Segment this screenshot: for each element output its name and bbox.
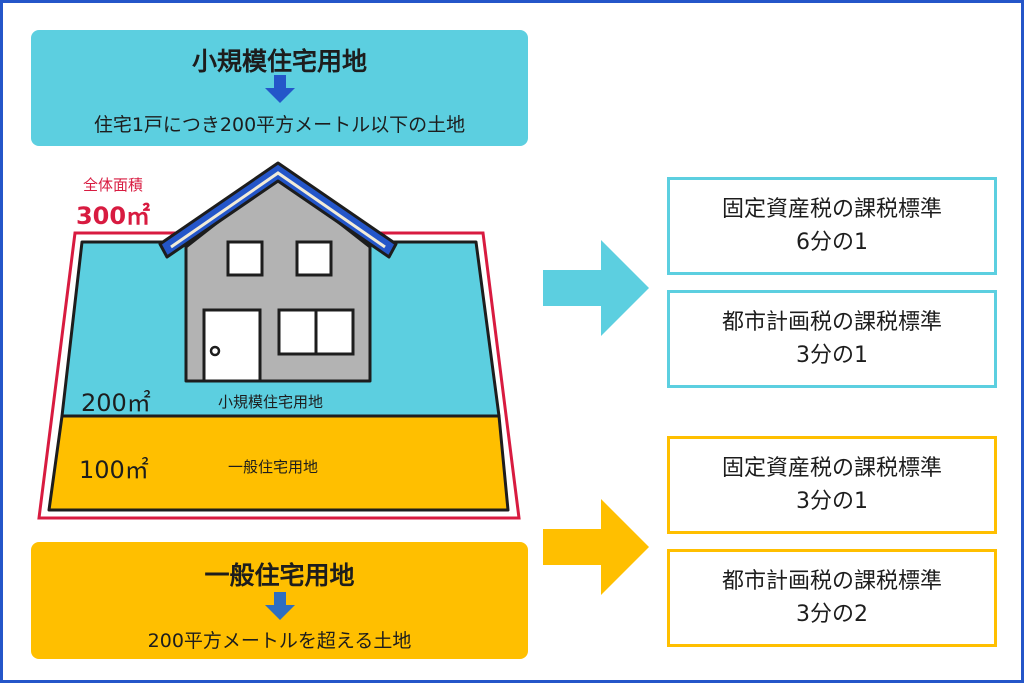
- general-residential-description: 200平方メートルを超える土地: [147, 630, 412, 652]
- small-residential-description: 住宅1戸につき200平方メートル以下の土地: [93, 114, 466, 136]
- arrow-right-icon: [543, 240, 649, 336]
- general-fixed-asset-tax-box: 固定資産税の課税標準 3分の1: [667, 436, 997, 534]
- tax-box-line1: 都市計画税の課税標準: [721, 310, 942, 335]
- arrow-down-icon: [265, 592, 295, 620]
- general-residential-title: 一般住宅用地: [204, 561, 355, 590]
- tax-box-line2: 3分の1: [796, 343, 868, 368]
- small-area-value: 200㎡: [81, 389, 151, 417]
- tax-box-line2: 3分の1: [796, 489, 868, 514]
- tax-box-line1: 固定資産税の課税標準: [721, 456, 942, 481]
- tax-box-line2: 6分の1: [796, 230, 868, 255]
- total-area-value: 300㎡: [75, 202, 151, 230]
- general-city-planning-tax-box: 都市計画税の課税標準 3分の2: [667, 549, 997, 647]
- house-icon: [158, 161, 398, 383]
- small-area-label: 小規模住宅用地: [218, 393, 324, 411]
- arrow-down-icon: [265, 75, 295, 103]
- general-area-label: 一般住宅用地: [228, 458, 319, 476]
- small-residential-banner: 小規模住宅用地 住宅1戸につき200平方メートル以下の土地: [31, 30, 528, 146]
- small-fixed-asset-tax-box: 固定資産税の課税標準 6分の1: [667, 177, 997, 275]
- arrow-right-icon: [543, 499, 649, 595]
- tax-box-line2: 3分の2: [796, 602, 868, 627]
- small-residential-title: 小規模住宅用地: [191, 47, 367, 76]
- general-area-value: 100㎡: [79, 456, 149, 484]
- tax-box-line1: 都市計画税の課税標準: [721, 569, 942, 594]
- small-city-planning-tax-box: 都市計画税の課税標準 3分の1: [667, 290, 997, 388]
- general-area-region: [47, 414, 510, 512]
- total-area-label: 全体面積: [82, 176, 143, 194]
- land-plot-illustration: [37, 161, 521, 520]
- general-residential-banner: 一般住宅用地 200平方メートルを超える土地: [31, 542, 528, 659]
- tax-box-line1: 固定資産税の課税標準: [721, 197, 942, 222]
